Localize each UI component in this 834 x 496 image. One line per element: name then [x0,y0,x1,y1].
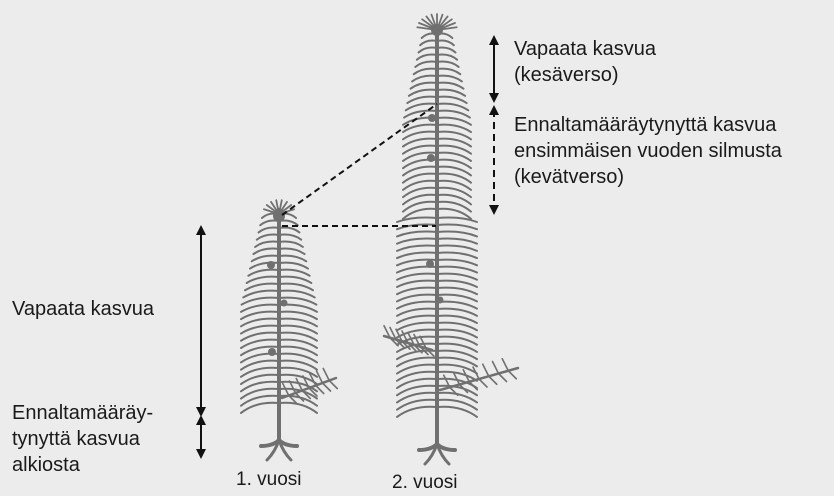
first-year-seedling [241,200,337,460]
caption-year-1: 1. vuosi [236,467,301,493]
label-predetermined-embryo: Ennaltamääräy- tynyttä kasvua alkiosta [12,400,153,478]
label-free-growth-left: Vapaata kasvua [12,296,154,322]
second-year-seedling [384,14,518,464]
label-free-growth-summer-shoot: Vapaata kasvua (kesäverso) [514,36,656,88]
label-predetermined-spring-shoot: Ennaltamääräytynyttä kasvua ensimmäisen … [514,112,782,190]
caption-year-2: 2. vuosi [392,470,457,496]
